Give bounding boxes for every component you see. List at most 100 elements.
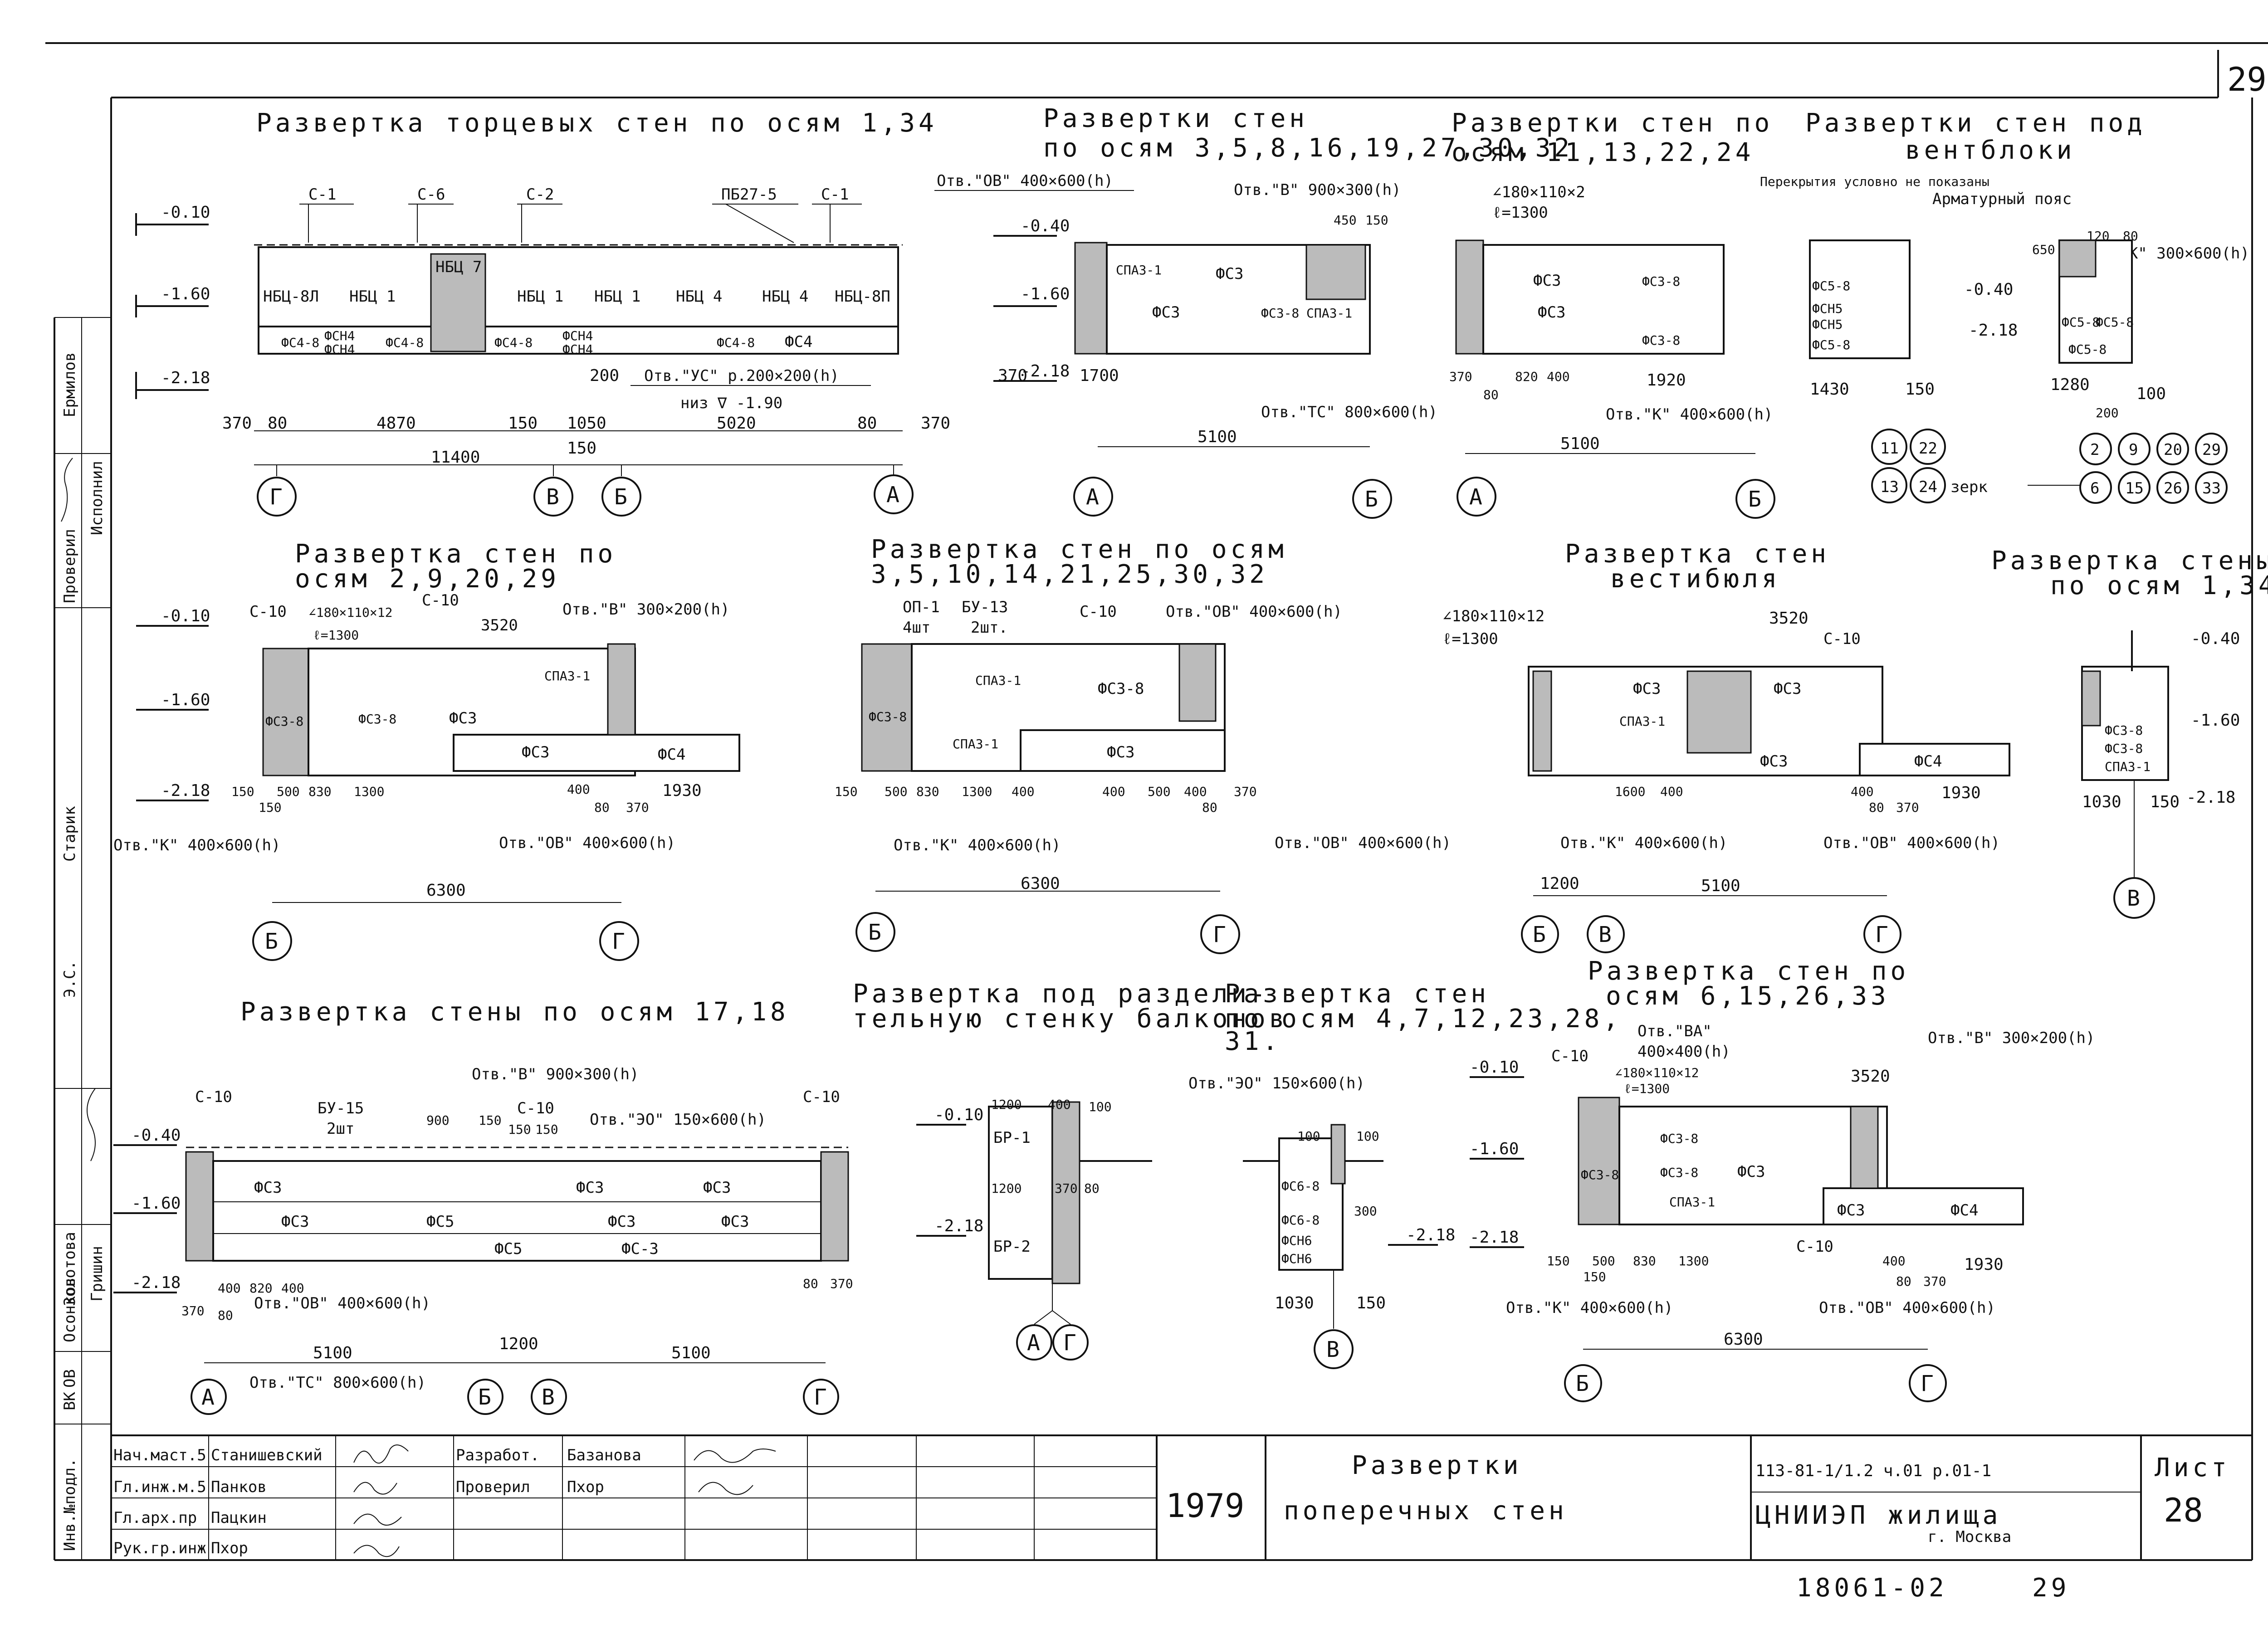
panel-label: НБЦ-8Л — [263, 288, 319, 306]
signatures — [353, 1444, 776, 1557]
dim-value: 1050 — [567, 414, 606, 433]
stamp-role: Гл.инж.м.5 — [113, 1478, 206, 1496]
dim-value: 400 — [1851, 784, 1874, 799]
dim-value: 5020 — [717, 414, 756, 433]
elev-mark: -0.10 — [934, 1106, 983, 1124]
dim-value: 400 — [1547, 369, 1570, 384]
panel-label: ФС3-8 — [265, 714, 303, 729]
panel-label: ФС3-8 — [1660, 1131, 1698, 1146]
axis-marker: А — [1086, 484, 1099, 510]
dim-total: 6300 — [1724, 1330, 1763, 1349]
view2-subtitle: по осям 3,5,8,16,19,27,30,32 — [1043, 133, 1573, 163]
dim-value: 200 — [2096, 405, 2119, 420]
panel-label: СПАЗ-1 — [1116, 263, 1162, 278]
axis-marker: В — [2127, 886, 2140, 911]
callout: С-10 — [195, 1088, 232, 1106]
panel-label: ФС-3 — [621, 1240, 659, 1258]
side-label-2: Проверил — [61, 529, 79, 603]
panel-label: ФС3 — [1107, 743, 1134, 761]
callout: С-6 — [417, 185, 445, 204]
dim-value: 150 — [259, 800, 282, 815]
year: 1979 — [1166, 1487, 1244, 1525]
dim-value: 100 — [2136, 385, 2166, 403]
panel-label: ФС5 — [426, 1213, 454, 1231]
stamp-name: Станишевский — [211, 1446, 323, 1464]
panel-label: ФС3-8 — [1642, 274, 1680, 289]
elev-mark: -0.40 — [1964, 280, 2013, 299]
dim-value: 80 — [857, 414, 877, 433]
note: ∠180×110×2 — [1492, 183, 1585, 201]
dim-value: 1300 — [1678, 1254, 1709, 1268]
dim-value: 500 — [277, 784, 300, 799]
axis-marker: В — [1326, 1337, 1339, 1362]
stamp-name: Пхор — [211, 1539, 248, 1557]
panel-label: ФСН6 — [1281, 1233, 1312, 1248]
view-balcony-partition: Развертка под раздели- тельную стенку ба… — [853, 979, 1288, 1361]
panel-label: ФС5-8 — [2062, 315, 2100, 330]
axis-marker: Г — [1875, 922, 1888, 947]
axis-marker: А — [886, 482, 899, 507]
dim-value: 150 — [508, 414, 538, 433]
dim-value: 400 — [1184, 784, 1207, 799]
panel-label: БР-1 — [993, 1129, 1031, 1147]
panel-label: ФС3 — [608, 1213, 635, 1231]
elev-mark: -0.10 — [161, 607, 210, 625]
view4-axes-left: 11 22 13 24 — [1871, 429, 1946, 503]
dim-value: 400 — [1882, 1254, 1906, 1268]
dim-total: 5100 — [1198, 428, 1237, 446]
city: г. Москва — [1928, 1528, 2011, 1546]
panel-label: БР-2 — [993, 1238, 1031, 1256]
stamp-name: Пацкин — [211, 1509, 267, 1527]
side-label-3: Исполнил — [88, 461, 106, 535]
panel-label: СПАЗ-1 — [975, 673, 1021, 688]
axis-marker: Г — [1921, 1371, 1934, 1396]
view-vent-block-walls: Развертки стен под вентблоки Перекрытия … — [1760, 108, 2249, 504]
dim-value: 150 — [2150, 793, 2180, 811]
view10-subtitle: тельную стенку балконов — [853, 1004, 1288, 1034]
view4-axes-right: 2 9 20 29 6 15 26 33 — [2079, 433, 2228, 504]
axis-marker: 6 — [2090, 479, 2099, 498]
elev-mark: -0.40 — [132, 1126, 181, 1145]
note: ℓ=1300 — [1492, 204, 1548, 222]
mirror-label: зерк — [1950, 478, 1988, 496]
panel-label: ФС3-8 — [1660, 1165, 1698, 1180]
panel-label: НБЦ 1 — [349, 288, 396, 306]
callout: ПБ27-5 — [721, 185, 777, 204]
stamp-role: Рук.гр.инж — [113, 1539, 206, 1557]
panel-label: ФС3 — [1760, 752, 1788, 771]
panel-label: ФС3 — [721, 1213, 749, 1231]
panel-label: ФС3 — [1152, 303, 1180, 322]
elev-mark: -0.40 — [2191, 629, 2240, 648]
panel-label: ФС4 — [658, 746, 685, 764]
dim-value: 650 — [2032, 242, 2055, 257]
panel-label: ФС3-8 — [1261, 306, 1299, 321]
view8-title: Развертка стены — [1991, 546, 2268, 576]
panel-label: НБЦ 1 — [594, 288, 640, 306]
footer-page: 29 — [2032, 1573, 2070, 1603]
hatched-panel — [430, 253, 486, 352]
stamp-name: Пхор — [567, 1478, 604, 1496]
axis-marker: В — [1598, 922, 1612, 947]
opening-note: Отв."ОВ" 400×600(h) — [1166, 603, 1342, 621]
axis-marker: Б — [1365, 487, 1378, 512]
dim-value: 100 — [1089, 1099, 1112, 1114]
elev-mark: -2.18 — [1021, 362, 1070, 380]
dim-value: 400 — [281, 1281, 304, 1296]
dim-value: 150 — [1356, 1294, 1386, 1312]
callout: С-10 — [422, 591, 459, 610]
stamp-role: Проверил — [456, 1478, 530, 1496]
view5-subtitle: осям 2,9,20,29 — [295, 564, 560, 594]
opening-note: Отв."УС" р.200×200(h) — [644, 367, 839, 385]
opening-note: Отв."ТС" 800×600(h) — [1261, 403, 1437, 421]
sheet-title: Развертки — [1352, 1451, 1522, 1480]
axis-marker: А — [1469, 484, 1482, 510]
side-label-5: Э.С. — [61, 961, 79, 998]
panel-label: ФС4 — [1950, 1201, 1978, 1219]
dim-value: 80 — [803, 1276, 818, 1291]
elev-mark: -1.60 — [1021, 285, 1070, 303]
elev-mark: -2.18 — [161, 369, 210, 387]
axis-marker: А — [1027, 1330, 1040, 1356]
panel-label: ФС3 — [1737, 1163, 1765, 1181]
elev-mark: -1.60 — [1470, 1140, 1519, 1158]
dim-value: 120 — [2087, 229, 2110, 244]
